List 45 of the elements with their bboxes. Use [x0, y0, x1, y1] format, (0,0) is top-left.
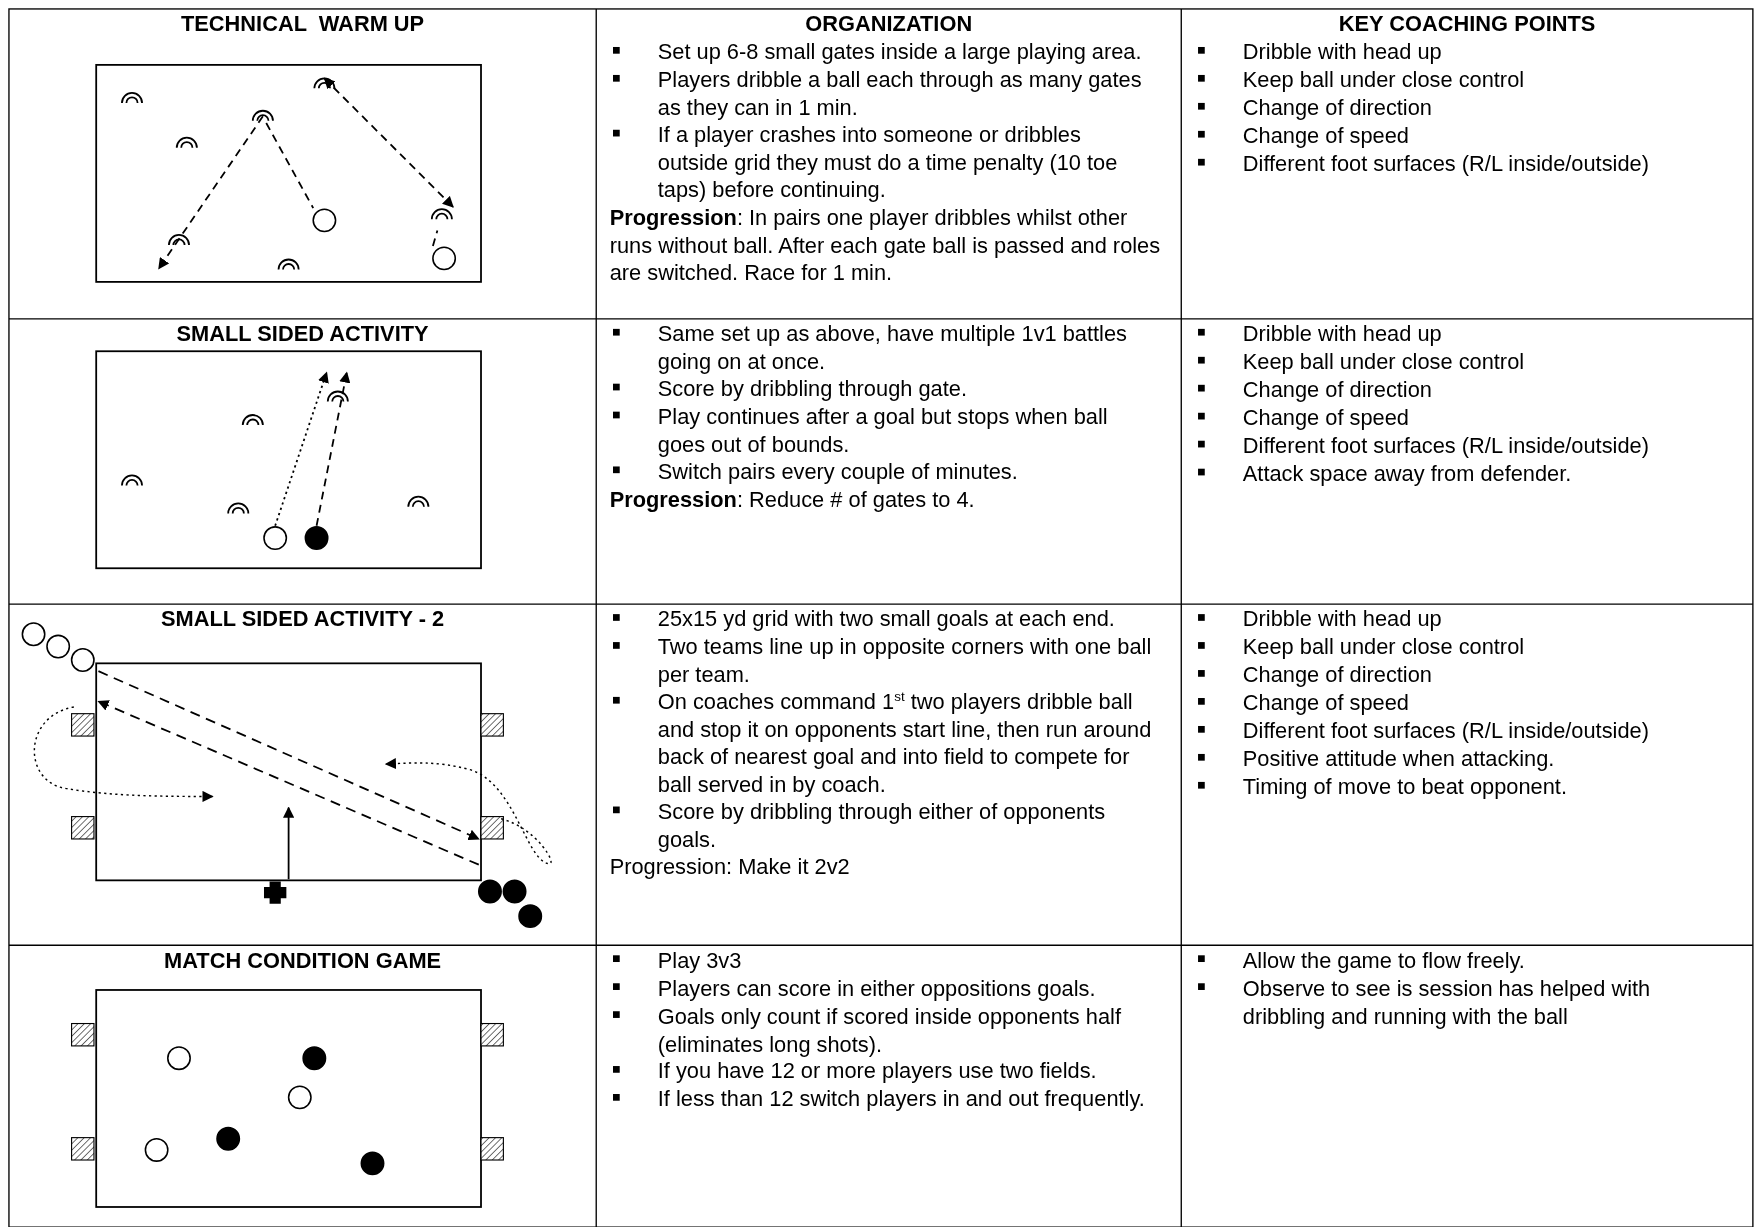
section-heading: SMALL SIDED ACTIVITY [175, 320, 430, 348]
bullet-point: On coaches command 1$^{st}$ two players dribble ball and stop it on opponents start line, then run around back of nearest goal and into field to compete for ball served in by coach. [657, 687, 1153, 798]
bullet-point: Attack space away from defender. [1242, 459, 1573, 488]
bullet-point: Same set up as above, have multiple 1v1 battles going on at once. [657, 320, 1128, 375]
bullet-point: Score by dribbling through gate. [657, 374, 968, 403]
bullet-point: Two teams line up in opposite corners with one ball per team. [657, 633, 1153, 688]
bullet-point: Goals only count if scored inside opponents half (eliminates long shots). [657, 1002, 1122, 1058]
column-heading: ORGANIZATION [804, 10, 974, 38]
bullet-point: Change of speed [1242, 403, 1410, 432]
bullet-point: Change of direction [1242, 661, 1433, 689]
bullet-point: Different foot surfaces (R/L inside/outside) [1242, 717, 1650, 745]
bullet-point: Dribble with head up [1242, 320, 1443, 348]
bullet-point: Change of speed [1242, 689, 1410, 717]
bullet-point: Dribble with head up [1242, 38, 1443, 66]
bullet-point: If you have 12 or more players use two fields. [657, 1057, 1098, 1085]
bullet-point: Change of speed [1242, 122, 1410, 150]
progression-note: Progression: Reduce # of gates to 4. [609, 485, 976, 513]
bullet-point: Players dribble a ball each through as many gates as they can in 1 min. [657, 66, 1143, 121]
bullet-point: Score by dribbling through either of opponents goals. [657, 797, 1107, 853]
bullet-point: Play 3v3 [657, 946, 743, 974]
section-heading: SMALL SIDED ACTIVITY - 2 [160, 605, 446, 633]
bullet-point: Set up 6-8 small gates inside a large playing area. [657, 38, 1143, 66]
bullet-point: Change of direction [1242, 375, 1433, 404]
bullet-point: Different foot surfaces (R/L inside/outside) [1242, 150, 1650, 178]
progression-note: Progression: Make it 2v2 [609, 852, 851, 880]
bullet-point: Observe to see is session has helped with dribbling and running with the ball [1242, 974, 1652, 1030]
section-heading: TECHNICAL WARM UP [180, 10, 426, 38]
bullet-point: 25x15 yd grid with two small goals at each end. [657, 605, 1116, 633]
bullet-point: Timing of move to beat opponent. [1242, 773, 1568, 801]
progression-note: Progression: In pairs one player dribbles whilst other runs without ball. After each gate ball is passed and roles are switched. Race for 1 min. [609, 203, 1162, 286]
bullet-point: If a player crashes into someone or dribbles outside grid they must do a time penalty (10 toe taps) before continuing. [657, 120, 1119, 204]
bullet-point: Players can score in either oppositions goals. [657, 974, 1097, 1002]
bullet-point: Dribble with head up [1242, 605, 1443, 633]
bullet-point: Different foot surfaces (R/L inside/outside) [1242, 431, 1650, 460]
bullet-point: Keep ball under close control [1242, 633, 1526, 661]
bullet-point: Keep ball under close control [1242, 348, 1526, 376]
bullet-point: If less than 12 switch players in and out frequently. [657, 1085, 1146, 1113]
bullet-point: Allow the game to flow freely. [1242, 946, 1526, 974]
bullet-point: Change of direction [1242, 94, 1433, 122]
bullet-point: Play continues after a goal but stops when ball goes out of bounds. [657, 402, 1109, 458]
bullet-point: Keep ball under close control [1242, 66, 1526, 94]
bullet-point: Switch pairs every couple of minutes. [657, 457, 1019, 485]
section-heading: MATCH CONDITION GAME [163, 946, 443, 974]
bullet-point: Positive attitude when attacking. [1242, 745, 1556, 773]
column-heading: KEY COACHING POINTS [1337, 10, 1597, 38]
